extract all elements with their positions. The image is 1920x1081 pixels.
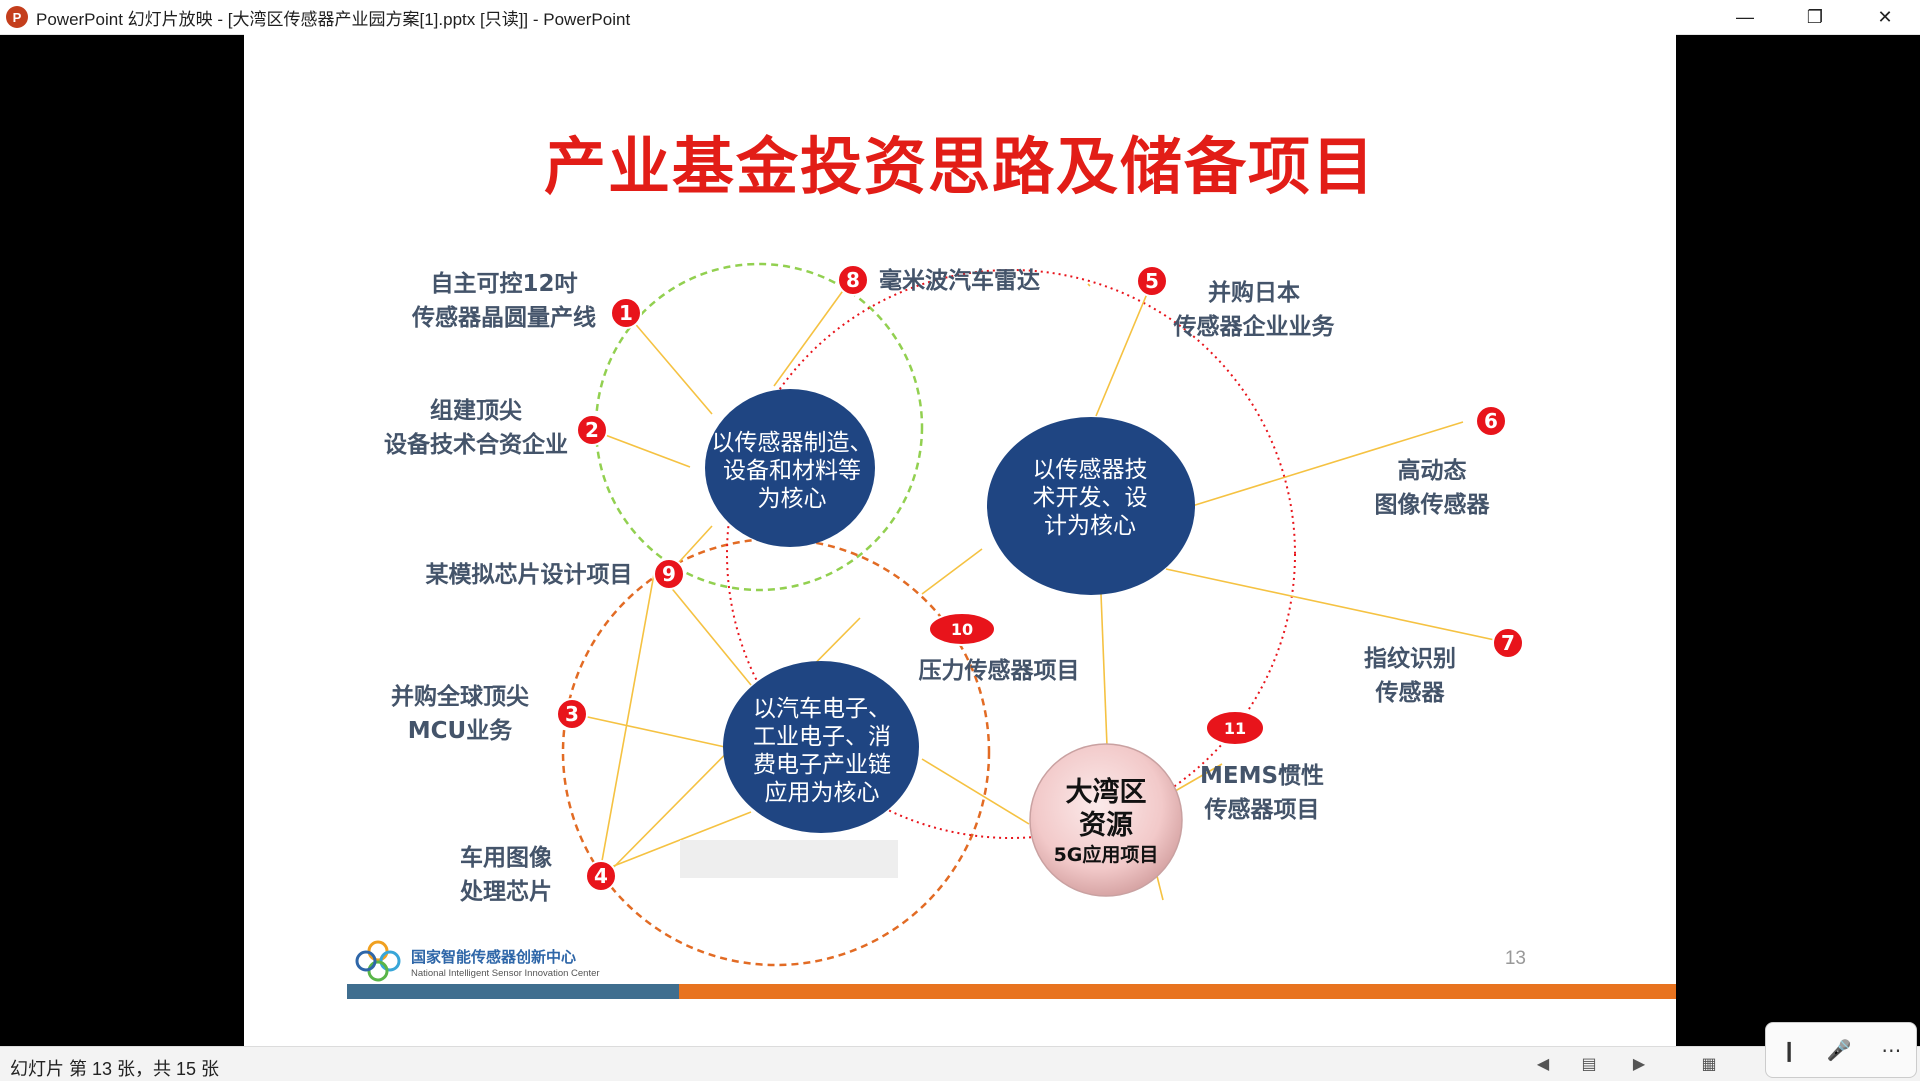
hub-text: 为核心 <box>758 486 827 512</box>
tech-circle <box>726 269 1296 839</box>
slide-title: 产业基金投资思路及储备项目 <box>543 130 1376 203</box>
badge-4: 4 <box>585 860 617 892</box>
item-label-2: 组建顶尖 <box>430 397 522 424</box>
badge-number: 8 <box>846 268 860 292</box>
item-label-2: 设备技术合资企业 <box>384 431 568 458</box>
hub-text: 设备和材料等 <box>723 458 861 484</box>
minimize-button[interactable]: — <box>1736 6 1754 27</box>
bay-area-text: 资源 <box>1079 810 1133 841</box>
nisic-logo: 国家智能传感器创新中心 National Intelligent Sensor … <box>355 940 600 982</box>
hub-text: 计为核心 <box>1044 513 1136 539</box>
item-label-1: 自主可控12吋 <box>430 270 577 297</box>
item-label-10: 压力传感器项目 <box>919 657 1080 684</box>
badge-number: 11 <box>1224 719 1246 738</box>
item-label-4: 处理芯片 <box>459 878 552 905</box>
badge-11: 11 <box>1205 710 1265 746</box>
item-label-1: 传感器晶圆量产线 <box>411 304 596 331</box>
normal-view-icon[interactable]: ▦ <box>1701 1056 1717 1073</box>
window-title: PowerPoint 幻灯片放映 - [大湾区传感器产业园方案[1].pptx … <box>36 9 631 29</box>
connector-lines <box>573 280 1505 901</box>
microphone-icon[interactable]: 🎤 <box>1826 1039 1852 1062</box>
status-bar: 幻灯片 第 13 张，共 15 张 ◀ ▤ ▶ ▦ <box>0 1046 1920 1081</box>
footer-bar-orange <box>679 984 1676 999</box>
logo-english-name: National Intelligent Sensor Innovation C… <box>411 968 600 979</box>
badge-number: 9 <box>662 562 676 586</box>
item-label-6: 高动态 <box>1398 457 1467 484</box>
logo-mark-icon <box>355 940 401 982</box>
item-label-5: 传感器企业业务 <box>1173 313 1336 340</box>
item-label-5: 并购日本 <box>1208 279 1300 306</box>
restore-button[interactable]: ❐ <box>1806 6 1824 27</box>
hub-text: 工业电子、消 <box>753 724 891 750</box>
badge-number: 1 <box>619 301 633 325</box>
item-label-7: 指纹识别 <box>1364 645 1456 672</box>
hub-text: 费电子产业链 <box>753 752 891 778</box>
badge-number: 5 <box>1145 269 1159 293</box>
slide-counter: 幻灯片 第 13 张，共 15 张 <box>10 1059 220 1079</box>
logo-chinese-name: 国家智能传感器创新中心 <box>411 948 576 966</box>
floating-toolbar: ❙ 🎤 ⋯ <box>1765 1022 1917 1078</box>
reading-view-icon[interactable]: ▤ <box>1581 1056 1597 1073</box>
badge-10: 10 <box>928 612 996 646</box>
drag-handle-icon[interactable]: ❙ <box>1780 1039 1798 1062</box>
bay-area-hub: 大湾区 资源 5G应用项目 <box>1029 743 1183 897</box>
footer-bar-blue <box>347 984 679 999</box>
item-label-6: 图像传感器 <box>1375 491 1491 518</box>
manufacturing-circle <box>594 262 924 592</box>
item-label-7: 传感器 <box>1375 679 1446 706</box>
item-label-3: 并购全球顶尖 <box>391 683 529 710</box>
item-label-3: MCU业务 <box>408 718 513 744</box>
title-bar: P PowerPoint 幻灯片放映 - [大湾区传感器产业园方案[1].ppt… <box>0 0 1920 35</box>
hub-text: 应用为核心 <box>765 780 880 806</box>
bay-area-text: 大湾区 <box>1066 776 1147 808</box>
item-label-11: MEMS惯性 <box>1200 763 1324 789</box>
item-label-11: 传感器项目 <box>1204 796 1320 823</box>
badge-number: 4 <box>594 864 608 888</box>
badge-9: 9 <box>653 558 685 590</box>
application-hub: 以汽车电子、 工业电子、消 费电子产业链 应用为核心 <box>723 661 919 833</box>
prev-slide-icon[interactable]: ◀ <box>1536 1056 1550 1073</box>
badge-number: 3 <box>565 702 579 726</box>
more-icon[interactable]: ⋯ <box>1881 1039 1902 1062</box>
badge-number: 6 <box>1484 409 1498 433</box>
window-controls: — ❐ ✕ <box>1710 0 1920 34</box>
manufacturing-hub: 以传感器制造、 设备和材料等 为核心 <box>705 389 875 547</box>
item-label-4: 车用图像 <box>460 844 553 871</box>
badge-1: 1 <box>610 297 642 329</box>
item-label-9: 某模拟芯片设计项目 <box>426 561 633 588</box>
badge-6: 6 <box>1475 405 1507 437</box>
badge-7: 7 <box>1492 627 1524 659</box>
badge-number: 7 <box>1501 631 1515 655</box>
application-circle <box>561 537 991 967</box>
hub-text: 以汽车电子、 <box>753 696 891 722</box>
hub-text: 以传感器制造、 <box>712 430 873 456</box>
slide-page-number: 13 <box>1505 948 1526 969</box>
blank-placeholder-box <box>680 840 898 878</box>
hub-text: 术开发、设 <box>1033 485 1148 511</box>
badge-number: 10 <box>951 620 973 639</box>
slide-canvas[interactable]: 产业基金投资思路及储备项目 <box>244 34 1676 1046</box>
badge-2: 2 <box>576 414 608 446</box>
tech-hub: 以传感器技 术开发、设 计为核心 <box>987 417 1195 595</box>
investment-diagram: 以传感器制造、 设备和材料等 为核心 以传感器技 术开发、设 计为核心 以汽车电… <box>347 262 1676 999</box>
badge-8: 8 <box>837 264 869 296</box>
hub-text: 以传感器技 <box>1033 457 1148 483</box>
next-slide-icon[interactable]: ▶ <box>1632 1056 1646 1073</box>
bay-area-text: 5G应用项目 <box>1054 843 1159 866</box>
item-label-8: 毫米波汽车雷达 <box>879 267 1040 294</box>
powerpoint-app-icon: P <box>6 6 28 28</box>
badge-5: 5 <box>1136 265 1168 297</box>
close-button[interactable]: ✕ <box>1877 6 1893 27</box>
badge-3: 3 <box>556 698 588 730</box>
badge-number: 2 <box>585 418 599 442</box>
